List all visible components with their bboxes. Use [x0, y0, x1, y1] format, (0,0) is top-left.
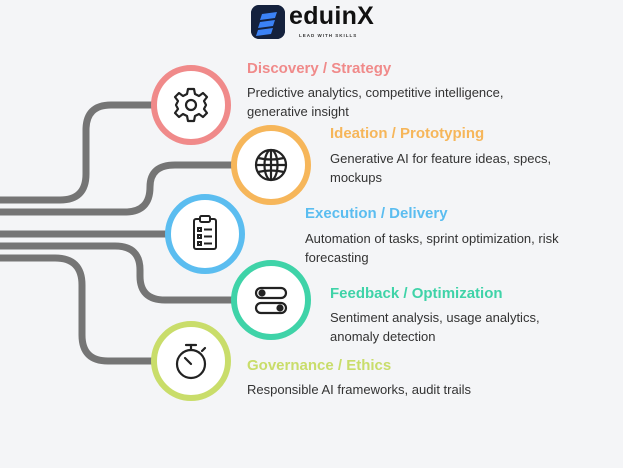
stopwatch-icon [175, 343, 207, 380]
brand-tagline: LEAD WITH SKILLS [299, 33, 358, 38]
stage-node-governance [151, 321, 231, 401]
stage-desc-execution: Automation of tasks, sprint optimization… [305, 231, 559, 265]
brand-logo: eduinX LEAD WITH SKILLS [251, 2, 401, 41]
brand-logo-icon [251, 5, 285, 39]
stage-desc-discovery: Predictive analytics, competitive intell… [247, 85, 504, 119]
connector-line-discovery [0, 101, 156, 204]
stage-title-feedback: Feedback / Optimization [330, 285, 503, 302]
stage-desc-ideation: Generative AI for feature ideas, specs, … [330, 151, 552, 185]
stage-node-feedback [231, 260, 311, 340]
stage-title-discovery: Discovery / Strategy [247, 60, 392, 77]
clipboard-checklist-icon [193, 215, 217, 250]
stage-node-ideation [231, 125, 311, 205]
connector-line-ideation [0, 161, 236, 216]
connector-line-governance [0, 254, 156, 365]
gear-icon [173, 87, 209, 123]
stage-node-execution [165, 194, 245, 274]
stage-title-governance: Governance / Ethics [247, 357, 392, 374]
connector-line-feedback [0, 242, 236, 304]
stage-desc-governance: Responsible AI frameworks, audit trails [247, 382, 471, 397]
toggle-switches-icon [254, 286, 288, 315]
stage-title-ideation: Ideation / Prototyping [330, 125, 485, 142]
brand-name: eduinX [289, 2, 375, 30]
stage-node-discovery [151, 65, 231, 145]
stage-desc-feedback: Sentiment analysis, usage analytics, ano… [330, 310, 540, 344]
globe-icon [254, 148, 288, 182]
stage-title-execution: Execution / Delivery [305, 205, 448, 222]
